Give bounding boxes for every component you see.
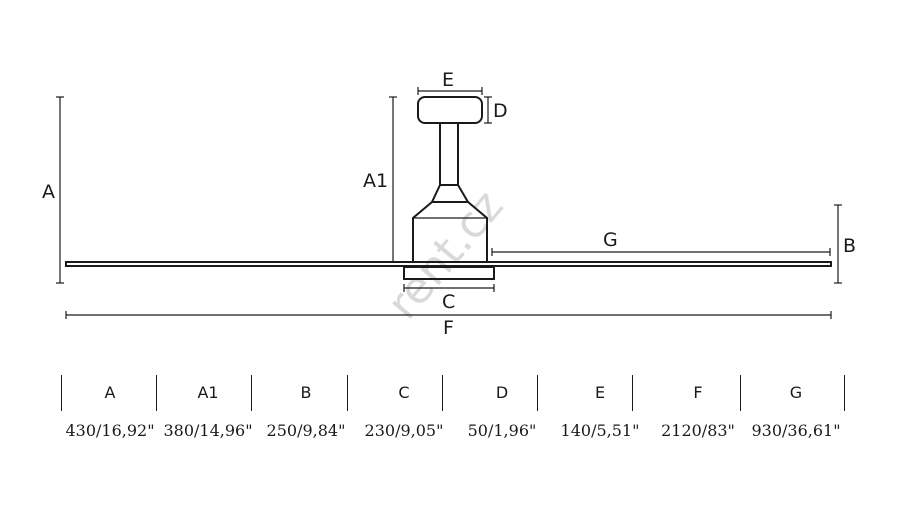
dimension-e: E: [417, 69, 483, 95]
dim-col-a1: A1 380/14,96": [159, 375, 257, 440]
bottom-cap: [403, 266, 495, 280]
dimension-a: A: [42, 96, 64, 284]
label-f: F: [443, 317, 454, 339]
downrod: [439, 122, 459, 186]
dimension-g: G: [491, 229, 831, 256]
dimension-f: F: [65, 311, 832, 339]
fan-dimension-drawing: rent.cz A A1 E D: [42, 69, 856, 339]
dimension-table: A 430/16,92" A1 380/14,96" B 250/9,84" C…: [61, 375, 845, 440]
label-e: E: [442, 69, 454, 91]
dim-col-c: C 230/9,05": [355, 375, 453, 440]
dim-col-g: G 930/36,61": [747, 375, 845, 440]
dim-col-d: D 50/1,96": [453, 375, 551, 440]
dim-col-label: B: [300, 383, 312, 402]
dim-col-e: E 140/5,51": [551, 375, 649, 440]
dim-col-label: A: [104, 383, 116, 402]
dim-col-label: G: [789, 383, 803, 402]
dim-col-label: E: [594, 383, 606, 402]
dim-col-value: 930/36,61": [751, 421, 841, 440]
dimension-c: C: [403, 284, 495, 313]
dim-col-value: 250/9,84": [266, 421, 346, 440]
dimension-b: B: [834, 204, 856, 284]
dim-col-label: C: [398, 383, 410, 402]
canopy: [417, 96, 483, 124]
label-b: B: [843, 235, 856, 257]
label-g: G: [603, 229, 618, 251]
dim-col-label: D: [495, 383, 509, 402]
dim-col-value: 380/14,96": [163, 421, 253, 440]
dim-col-value: 140/5,51": [560, 421, 640, 440]
label-a1: A1: [363, 170, 388, 192]
dim-col-label: A1: [197, 383, 219, 402]
label-a: A: [42, 181, 55, 203]
dimension-a1: A1: [363, 96, 397, 263]
dim-col-b: B 250/9,84": [257, 375, 355, 440]
dim-col-f: F 2120/83": [649, 375, 747, 440]
label-d: D: [493, 100, 508, 122]
dim-col-value: 2120/83": [661, 421, 735, 440]
dim-col-value: 50/1,96": [467, 421, 537, 440]
fan-body: [65, 96, 832, 280]
label-c: C: [442, 291, 455, 313]
dim-col-label: F: [693, 383, 703, 402]
dim-col-a: A 430/16,92": [61, 375, 159, 440]
dimension-d: D: [484, 96, 508, 124]
dim-col-value: 230/9,05": [364, 421, 444, 440]
dim-col-value: 430/16,92": [65, 421, 155, 440]
